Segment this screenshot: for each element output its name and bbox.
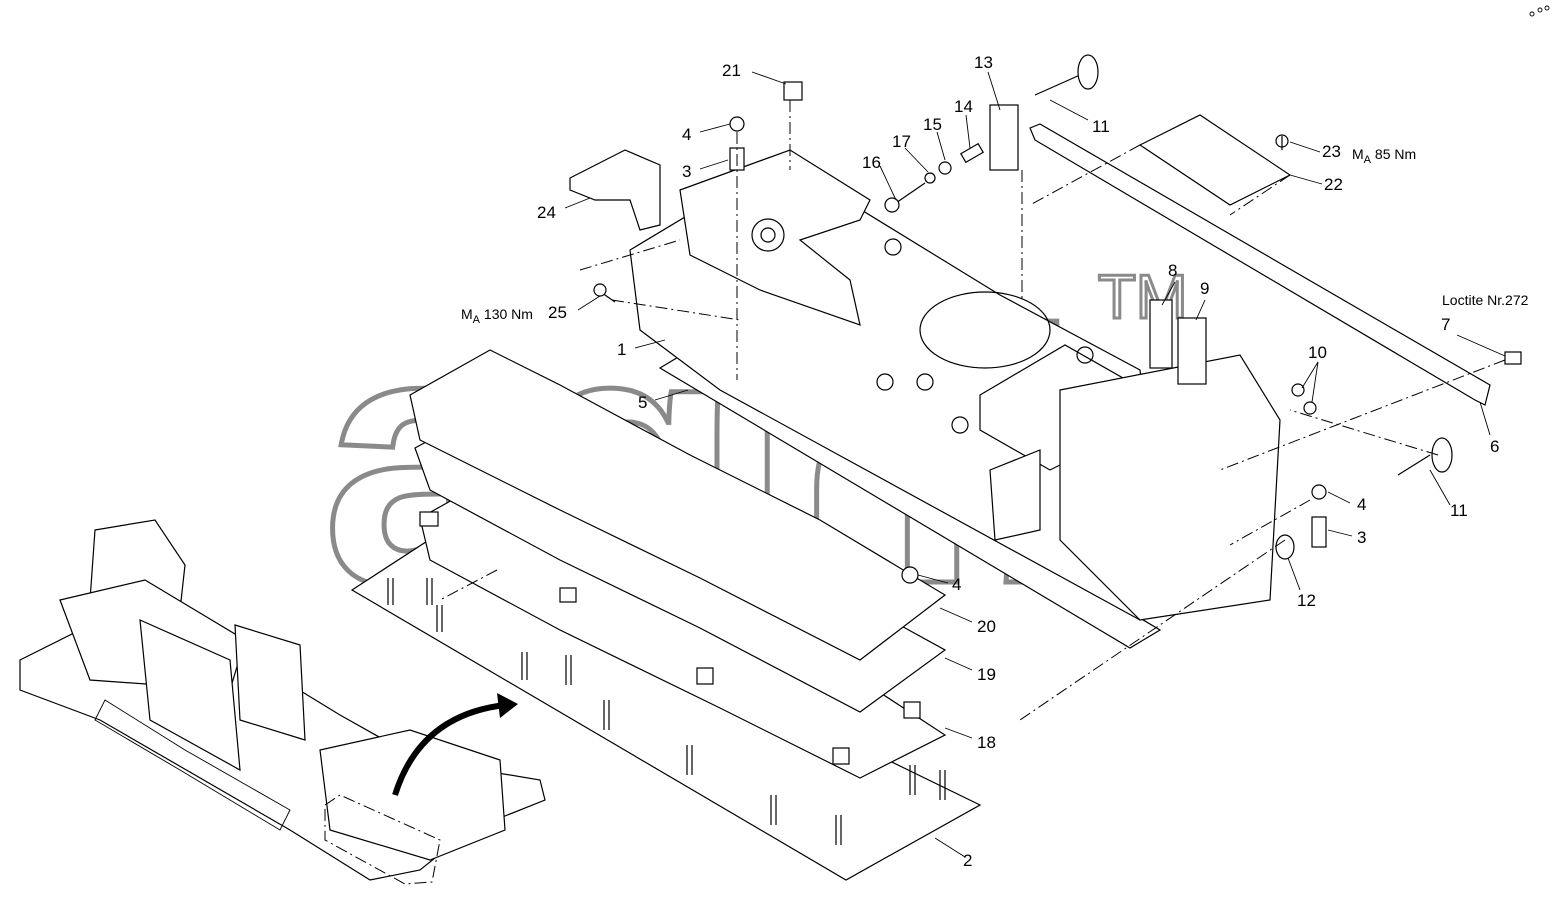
watermark-trademark: TM bbox=[1098, 263, 1188, 332]
callout-4-lower: 4 bbox=[952, 575, 961, 594]
torque-85-subscript: A bbox=[1364, 154, 1372, 166]
callout-14: 14 bbox=[954, 97, 973, 116]
threaded-studs bbox=[387, 578, 946, 845]
callout-2: 2 bbox=[963, 851, 972, 870]
washer-part-15 bbox=[938, 161, 952, 175]
angle-bracket-part-24 bbox=[569, 149, 661, 231]
callout-17: 17 bbox=[892, 132, 911, 151]
corner-mark bbox=[1529, 5, 1550, 17]
long-rail-part-6 bbox=[1029, 123, 1491, 406]
callout-11-top: 11 bbox=[1092, 117, 1110, 136]
callout-9: 9 bbox=[1200, 279, 1209, 298]
location-arrow bbox=[392, 702, 506, 796]
callout-10: 10 bbox=[1308, 343, 1327, 362]
part-callouts: 21 4 3 24 16 17 15 14 13 11 23 22 25 1 5… bbox=[537, 53, 1499, 870]
callout-18: 18 bbox=[977, 733, 996, 752]
spacer-part-3-right bbox=[1311, 516, 1327, 548]
callout-5: 5 bbox=[638, 393, 647, 412]
torque-note-85: MA 85 Nm bbox=[1352, 146, 1416, 166]
leader-lines bbox=[564, 71, 1506, 858]
callout-3-right: 3 bbox=[1357, 528, 1366, 547]
assembly-lines bbox=[439, 100, 1506, 721]
torque-85-value: 85 Nm bbox=[1371, 146, 1416, 162]
base-plate-part-2 bbox=[350, 537, 982, 881]
callout-4-top: 4 bbox=[682, 125, 691, 144]
callout-3-top: 3 bbox=[682, 162, 691, 181]
main-frame-part-1 bbox=[629, 149, 1281, 621]
callout-12: 12 bbox=[1297, 591, 1316, 610]
callout-19: 19 bbox=[977, 665, 996, 684]
nut-part-4-right bbox=[1311, 484, 1327, 500]
screw-part-7 bbox=[1504, 351, 1522, 365]
screw-part-16 bbox=[884, 182, 926, 213]
callout-22: 22 bbox=[1324, 175, 1343, 194]
loctite-note: Loctite Nr.272 bbox=[1442, 292, 1529, 308]
callout-16: 16 bbox=[862, 153, 881, 172]
stop-bolt-part-11-top bbox=[1034, 54, 1099, 96]
stop-bolt-part-11-lower bbox=[1397, 437, 1453, 476]
callout-25: 25 bbox=[548, 303, 567, 322]
location-arrow-head bbox=[497, 693, 518, 718]
torque-note-130: MA 130 Nm bbox=[461, 306, 533, 326]
callout-20: 20 bbox=[977, 617, 996, 636]
svg-text:MA 85 Nm: MA 85 Nm bbox=[1352, 146, 1416, 166]
bolt-part-25 bbox=[593, 283, 616, 303]
clamp-block-part-13 bbox=[989, 104, 1019, 171]
callout-4-right: 4 bbox=[1357, 495, 1366, 514]
callout-23: 23 bbox=[1322, 142, 1341, 161]
callout-7: 7 bbox=[1441, 315, 1450, 334]
hinge-block-part-9 bbox=[1177, 317, 1207, 385]
callout-21: 21 bbox=[722, 61, 741, 80]
hinge-block-part-8 bbox=[1149, 299, 1173, 369]
callout-11-lower: 11 bbox=[1450, 501, 1468, 520]
cover-plate-part-22 bbox=[1138, 114, 1292, 206]
svg-text:MA 130 Nm: MA 130 Nm bbox=[461, 306, 533, 326]
washer-part-17 bbox=[924, 172, 936, 184]
torque-130-subscript: A bbox=[473, 314, 481, 326]
nut-part-12 bbox=[1275, 534, 1295, 560]
screw-part-21 bbox=[783, 81, 803, 101]
pin-part-14 bbox=[960, 142, 984, 164]
torque-130-symbol: M bbox=[461, 306, 473, 322]
callout-15: 15 bbox=[923, 115, 942, 134]
machine-overview-inset bbox=[19, 519, 546, 885]
callout-6: 6 bbox=[1490, 437, 1499, 456]
callout-13: 13 bbox=[974, 53, 993, 72]
nut-part-4-top bbox=[729, 116, 745, 132]
nut-part-4-lower bbox=[901, 566, 919, 584]
callout-8: 8 bbox=[1168, 261, 1177, 280]
callout-24: 24 bbox=[537, 203, 556, 222]
gasket-layer-part-20 bbox=[409, 349, 947, 661]
torque-85-symbol: M bbox=[1352, 146, 1364, 162]
torque-130-value: 130 Nm bbox=[480, 306, 533, 322]
callout-1: 1 bbox=[617, 340, 626, 359]
bolts-part-10 bbox=[1291, 383, 1317, 415]
